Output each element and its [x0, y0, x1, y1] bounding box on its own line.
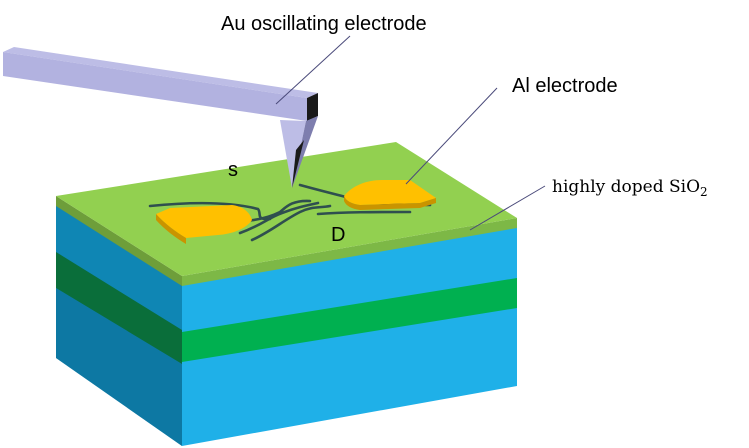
nanowire-center-a [238, 201, 320, 235]
label-al-electrode: Al electrode [512, 75, 618, 97]
oxide-edge-side [56, 196, 182, 286]
label-substrate-subscript: 2 [700, 185, 708, 199]
probe-beam-front [3, 52, 307, 121]
front-layer-top-light [182, 226, 517, 336]
probe-beam-top [3, 47, 318, 98]
side-layer-green [56, 252, 182, 366]
label-drain: D [331, 224, 345, 246]
leader-lines [275, 35, 546, 231]
probe-tip-face [280, 120, 306, 188]
probe-tip-dark [292, 140, 304, 188]
probe-beam-end [307, 93, 318, 121]
label-au-oscillating-electrode: Au oscillating electrode [221, 13, 427, 35]
label-substrate: highly doped SiO2 [552, 177, 708, 199]
side-dark-edge [56, 288, 182, 446]
label-source: s [228, 159, 238, 181]
al-electrode-left [156, 205, 252, 244]
side-layer-top-light [56, 204, 182, 336]
leader-al-electrode [405, 87, 498, 185]
leader-au-electrode [275, 35, 351, 105]
front-layer-green [182, 278, 517, 364]
leader-substrate [469, 185, 546, 231]
nanowire-right-lower [316, 210, 412, 216]
front-layer-bottom-light [182, 308, 517, 446]
nanowire-center-b [250, 204, 332, 242]
au-probe [3, 47, 318, 188]
al-electrode-right [344, 180, 436, 210]
probe-tip-shade [292, 116, 318, 188]
label-substrate-main: highly doped SiO [552, 177, 700, 197]
substrate-block [56, 142, 517, 446]
top-surface [56, 142, 517, 276]
oxide-edge-front [182, 218, 517, 286]
